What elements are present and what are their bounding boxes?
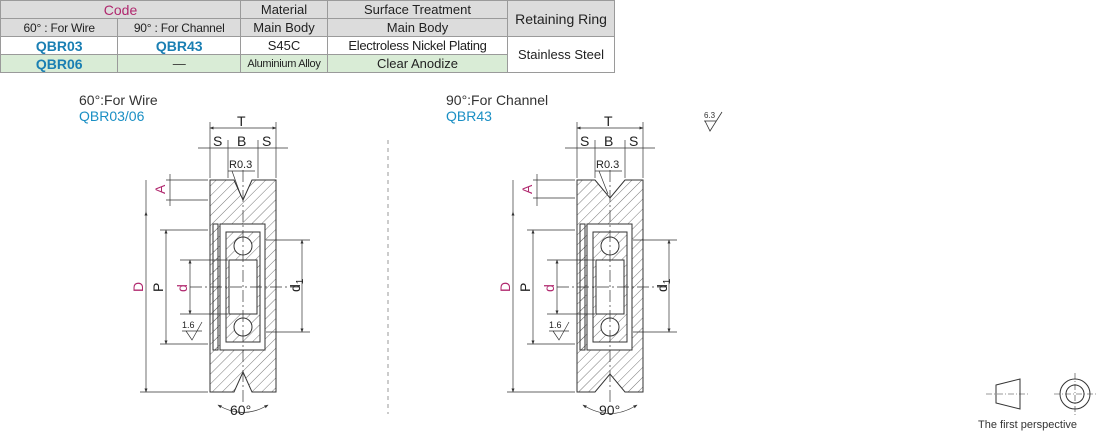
drawing-caption-wire: 60°:For Wire QBR03/06	[79, 92, 158, 124]
surface-cell: Clear Anodize	[327, 54, 508, 73]
dim-R: R0.3	[229, 159, 252, 171]
dim-A: A	[152, 184, 168, 194]
caption-codes: QBR43	[446, 108, 492, 124]
roughness-value-top: 6.3	[704, 111, 716, 120]
roughness-mark-icon	[704, 111, 723, 132]
dim-T: T	[237, 113, 246, 129]
projection-label: The first perspective	[978, 419, 1078, 431]
caption-codes: QBR03/06	[79, 108, 145, 124]
channel-code-cell: —	[117, 54, 241, 73]
wheel-drawing-90	[507, 122, 677, 414]
drawing-caption-channel: 90°:For Channel QBR43	[446, 92, 548, 124]
angle-label: 90°	[599, 402, 620, 418]
dim-S: S	[262, 133, 271, 149]
caption-title: 90°:For Channel	[446, 92, 549, 108]
dim-S: S	[213, 133, 222, 149]
dim-P: P	[150, 283, 166, 292]
ring-cell: Stainless Steel	[507, 36, 615, 73]
dim-S: S	[629, 133, 638, 149]
material-subheader: Main Body	[240, 18, 328, 37]
dim-R: R0.3	[596, 159, 619, 171]
code-header: Code	[0, 0, 241, 19]
dim-T: T	[604, 113, 613, 129]
material-cell: Aluminium Alloy	[240, 54, 328, 73]
wheel-drawing-60	[140, 122, 310, 413]
dim-S: S	[580, 133, 589, 149]
angle-label: 60°	[230, 402, 251, 418]
spec-table: Code Material Surface Treatment Retainin…	[0, 0, 615, 73]
dim-d1: d1	[287, 278, 306, 292]
dim-d: d	[541, 284, 557, 292]
surface-header: Surface Treatment	[327, 0, 508, 19]
roughness-value: 1.6	[182, 320, 195, 330]
material-header: Material	[240, 0, 328, 19]
dim-B: B	[604, 133, 613, 149]
roughness-value: 1.6	[549, 320, 562, 330]
first-angle-projection-icon	[986, 373, 1096, 415]
dim-D: D	[130, 282, 146, 292]
dim-d: d	[174, 284, 190, 292]
dim-B: B	[237, 133, 246, 149]
dim-P: P	[517, 283, 533, 292]
caption-title: 60°:For Wire	[79, 92, 158, 108]
channel-subheader: 90° : For Channel	[117, 18, 241, 37]
dim-d1: d1	[654, 278, 673, 292]
dim-A: A	[519, 184, 535, 194]
dim-D: D	[497, 282, 513, 292]
wire-code-cell: QBR06	[0, 54, 119, 73]
